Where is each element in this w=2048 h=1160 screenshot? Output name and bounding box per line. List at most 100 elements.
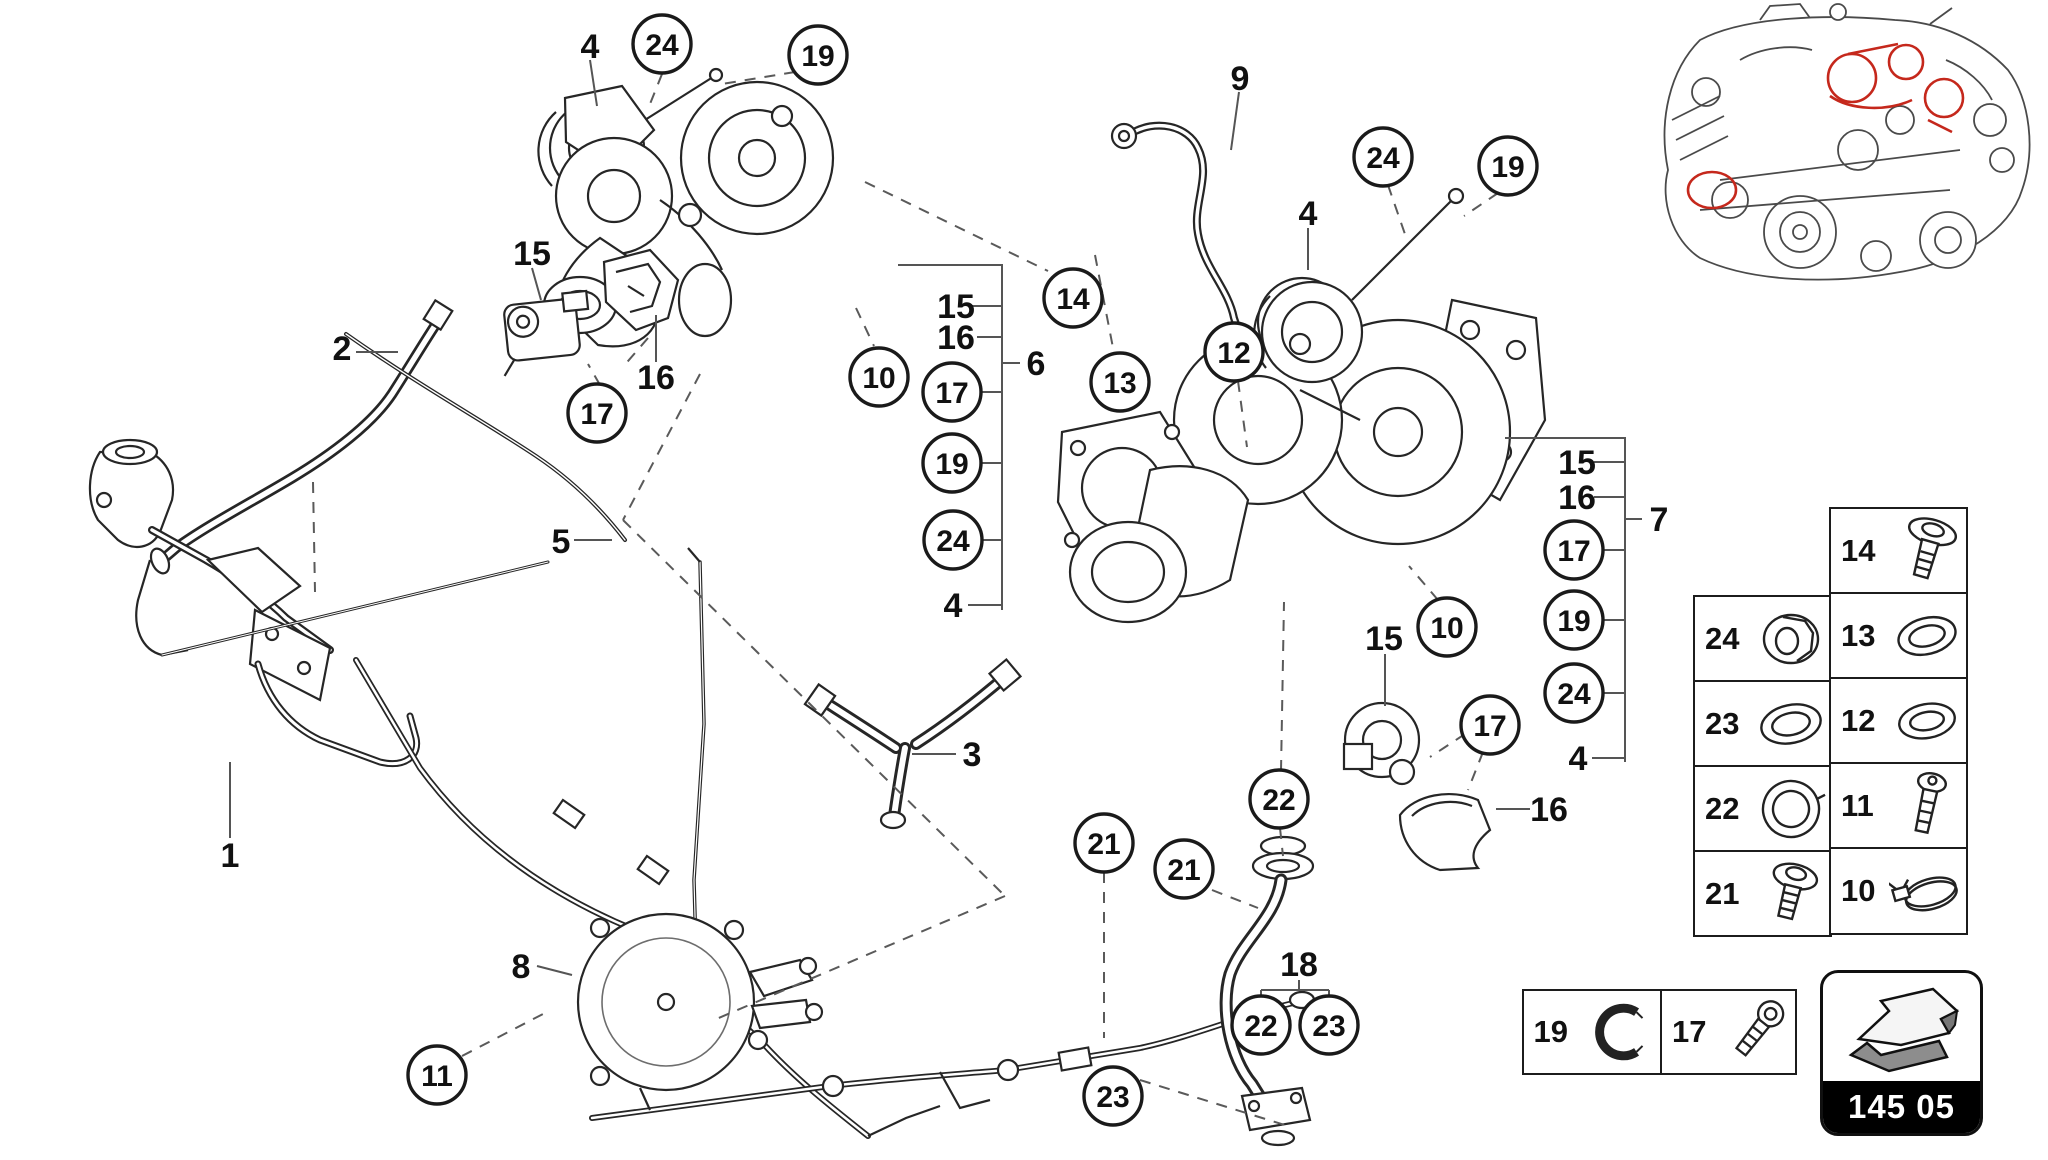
callout-number: 23 [1312,1010,1345,1043]
legend-num: 21 [1705,875,1740,911]
legend-num: 11 [1841,787,1874,823]
seal-ring-icon [1898,701,1956,740]
part-pipe-5-drawing [344,332,627,542]
leader-lines [229,59,1642,997]
callout-number: 22 [1262,784,1295,817]
part-number-label-8: 8 [512,948,531,986]
part-number-label-15: 15 [937,288,975,326]
part-number-label-16: 16 [1530,791,1568,829]
seal-ring-icon [1897,615,1957,656]
legend-num: 24 [1705,620,1740,656]
callout-circle-17: 17 [921,361,983,423]
legend-num: 13 [1841,617,1876,653]
construction-dashed-lines [312,71,1499,1127]
callout-number: 24 [1557,678,1591,711]
callout-number: 17 [1557,535,1590,568]
callout-circle-19: 19 [1543,589,1605,651]
engine-locator-thumbnail [1663,3,2031,281]
legend-column-left: 24 23 22 21 [1693,594,1832,937]
callout-number: 10 [862,362,895,395]
callout-circle-24: 24 [1543,662,1605,724]
part-number-label-16: 16 [1558,479,1596,517]
legend-cell-11: 11 [1829,762,1968,849]
part-number-label-2: 2 [333,330,352,368]
legend-column-right: 14 13 12 11 [1829,506,1968,935]
callout-circle-24: 24 [631,13,693,75]
washer-screw-icon [1772,862,1819,920]
group-arrow-icon [1823,973,1980,1081]
o-ring-icon [1761,779,1826,838]
callout-circle-17: 17 [566,382,628,444]
callout-number: 21 [1167,854,1200,887]
part-number-label-18: 18 [1280,946,1318,984]
callout-number: 22 [1244,1010,1277,1043]
callout-circle-19: 19 [1477,135,1539,197]
fastener-cell-17: 17 [1660,989,1797,1075]
callout-number: 12 [1217,337,1250,370]
callout-number: 19 [1557,605,1590,638]
part-hose-2-drawing [149,298,454,575]
part-number-label-3: 3 [963,736,982,774]
callout-circle-12: 12 [1203,321,1265,383]
e-clip-icon [1595,1003,1644,1061]
legend-num: 12 [1841,702,1876,738]
part-number-label-1: 1 [221,837,240,875]
legend-num: 10 [1841,872,1876,908]
legend-num: 23 [1705,705,1740,741]
part-valve-right-drawing [1342,701,1421,786]
page-code: 145 05 [1823,1081,1980,1133]
callout-circle-24: 24 [922,509,984,571]
callout-circle-22: 22 [1248,768,1310,830]
part-number-label-6: 6 [1027,345,1046,383]
part-valve-left-drawing [503,289,590,377]
washer-bolt-icon [1908,516,1958,580]
callout-number: 17 [935,377,968,410]
seal-ring-icon [1760,702,1822,745]
callout-circle-17: 17 [1543,519,1605,581]
callout-number: 11 [421,1060,453,1093]
part-number-label-16: 16 [937,319,975,357]
callout-circle-24: 24 [1352,126,1414,188]
part-number-label-15: 15 [513,235,551,273]
callout-number: 24 [1366,142,1400,175]
callout-circle-11: 11 [406,1044,468,1106]
callout-number: 24 [936,525,970,558]
callout-circle-10: 10 [848,346,910,408]
callout-number: 19 [1491,151,1524,184]
callout-circle-13: 13 [1089,351,1151,413]
part-vertical-pipe-drawing [687,547,706,952]
part-number-label-4: 4 [581,28,600,66]
callout-circle-21: 21 [1153,838,1215,900]
callout-number: 23 [1096,1081,1129,1114]
part-pipe-assembly-1-drawing [88,438,550,767]
legend-num: 22 [1705,790,1740,826]
callout-number: 24 [645,29,679,62]
page-group-badge: 145 05 [1820,970,1983,1136]
fastener-cell-19: 19 [1521,989,1663,1075]
callout-circle-23: 23 [1298,994,1360,1056]
socket-bolt-icon [1735,1000,1785,1057]
part-number-label-4: 4 [944,587,963,625]
callout-circle-21: 21 [1073,812,1135,874]
flange-nut-icon [1762,613,1820,664]
part-number-label-15: 15 [1558,444,1596,482]
legend-cell-10: 10 [1829,846,1968,935]
legend-cell-21: 21 [1693,850,1832,937]
legend-cell-24: 24 [1693,594,1832,683]
bolt-icon [1914,771,1948,834]
callout-number: 13 [1103,367,1136,400]
legend-cell-22: 22 [1693,764,1832,853]
callout-number: 19 [935,448,968,481]
callout-number: 17 [1473,710,1506,743]
hose-clamp-icon [1889,875,1958,911]
legend-cell-12: 12 [1829,676,1968,765]
part-actuator-right-drawing [1253,187,1465,384]
part-number-label-4: 4 [1299,195,1318,233]
callout-circle-14: 14 [1042,267,1104,329]
part-number-label-7: 7 [1650,501,1669,539]
legend-cell-23: 23 [1693,680,1832,767]
callout-number: 14 [1056,283,1090,316]
callout-circle-17: 17 [1459,694,1521,756]
